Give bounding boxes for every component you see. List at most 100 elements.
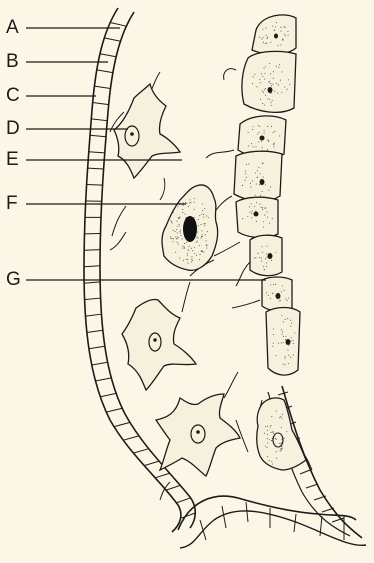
stipple-dot — [258, 167, 259, 168]
columnar-cell-8 — [266, 308, 300, 376]
stipple-dot — [276, 458, 277, 459]
epithelial-cell-wall — [90, 135, 106, 136]
stellate-cell-2 — [122, 299, 196, 390]
stipple-dot — [284, 26, 285, 27]
wall-cell-division — [278, 392, 288, 395]
stipple-dot — [287, 349, 288, 350]
epithelial-cell-wall — [100, 54, 116, 57]
stipple-dot — [284, 27, 285, 28]
stipple-dot — [180, 232, 181, 233]
stipple-dot — [192, 260, 193, 261]
stipple-dot — [197, 241, 198, 242]
stipple-dot — [175, 236, 176, 237]
stipple-dot — [271, 416, 272, 417]
stipple-dot — [245, 171, 246, 172]
stipple-dot — [288, 363, 289, 364]
stipple-dot — [202, 210, 203, 211]
stipple-dot — [270, 426, 271, 427]
stellate-cell-3 — [156, 394, 240, 476]
stipple-dot — [262, 191, 263, 192]
stipple-dot — [252, 211, 253, 212]
stipple-dot — [268, 82, 269, 83]
stipple-dot — [272, 218, 273, 219]
stipple-dot — [266, 43, 267, 44]
stipple-dot — [280, 44, 281, 45]
stipple-dot — [263, 227, 264, 228]
stipple-dot — [192, 250, 193, 251]
stipple-dot — [184, 246, 185, 247]
stipple-dot — [176, 221, 177, 222]
stipple-dot — [263, 68, 264, 69]
stipple-dot — [250, 183, 251, 184]
epithelial-cell-wall — [88, 168, 104, 169]
epithelial-cell-wall — [87, 330, 103, 332]
stipple-dot — [280, 80, 281, 81]
stipple-dot — [268, 295, 269, 296]
stipple-dot — [281, 450, 282, 451]
stipple-dot — [263, 266, 264, 267]
stipple-dot — [173, 238, 174, 239]
stipple-dot — [278, 343, 279, 344]
stipple-dot — [279, 64, 280, 65]
stipple-dot — [254, 257, 255, 258]
stipple-dot — [293, 340, 294, 341]
stipple-dot — [272, 26, 273, 27]
stipple-dot — [266, 253, 267, 254]
stipple-dot — [269, 63, 270, 64]
columnar-nucleus-4 — [260, 179, 265, 185]
stipple-dot — [182, 209, 183, 210]
stipple-dot — [170, 236, 171, 237]
stipple-dot — [283, 321, 284, 322]
stellate-nucleolus-2 — [153, 338, 156, 341]
epithelial-cell-wall — [84, 282, 100, 283]
stipple-dot — [174, 231, 175, 232]
stipple-dot — [269, 460, 270, 461]
stipple-dot — [284, 290, 285, 291]
stipple-dot — [288, 79, 289, 80]
stipple-dot — [280, 416, 281, 417]
stipple-dot — [257, 133, 258, 134]
stipple-dot — [265, 95, 266, 96]
stipple-dot — [275, 284, 276, 285]
stipple-dot — [262, 163, 263, 164]
stipple-dot — [267, 38, 268, 39]
stipple-dot — [284, 358, 285, 359]
stipple-dot — [204, 225, 205, 226]
stipple-dot — [183, 260, 184, 261]
stipple-dot — [285, 356, 286, 357]
stipple-dot — [194, 198, 195, 199]
stipple-dot — [200, 237, 201, 238]
stipple-dot — [268, 141, 269, 142]
stipple-dot — [252, 83, 253, 84]
stipple-dot — [249, 206, 250, 207]
stipple-dot — [270, 425, 271, 426]
stipple-dot — [275, 27, 276, 28]
stipple-dot — [176, 229, 177, 230]
base-cell-division — [222, 506, 226, 528]
stipple-dot — [289, 345, 290, 346]
base-cell-division — [246, 502, 248, 522]
stipple-dot — [260, 99, 261, 100]
stipple-dot — [285, 35, 286, 36]
stipple-dot — [179, 225, 180, 226]
epithelial-cell-wall — [89, 152, 105, 153]
stipple-dot — [252, 180, 253, 181]
stipple-dot — [272, 463, 273, 464]
stipple-dot — [179, 231, 180, 232]
stipple-dot — [265, 426, 266, 427]
stipple-dot — [264, 215, 265, 216]
stipple-dot — [258, 141, 259, 142]
stipple-dot — [249, 212, 250, 213]
stipple-dot — [206, 244, 207, 245]
stipple-dot — [265, 43, 266, 44]
stipple-dot — [281, 342, 282, 343]
stipple-dot — [187, 263, 188, 264]
stipple-dot — [270, 83, 271, 84]
stipple-dot — [256, 184, 257, 185]
columnar-nucleus-5 — [254, 212, 259, 217]
stipple-dot — [265, 66, 266, 67]
stipple-dot — [186, 259, 187, 260]
stipple-dot — [275, 438, 276, 439]
stipple-dot — [290, 357, 291, 358]
stipple-dot — [287, 31, 288, 32]
